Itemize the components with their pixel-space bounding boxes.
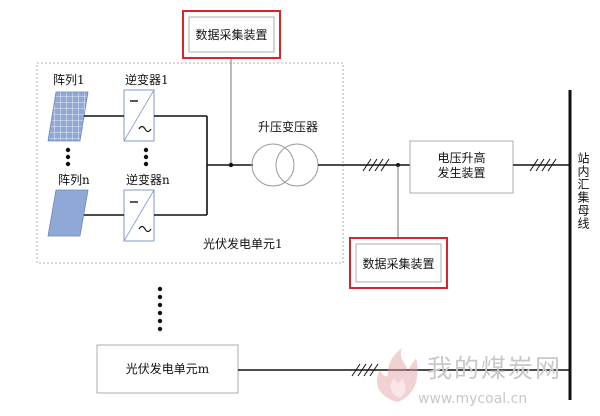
watermark-flame-icon <box>376 348 418 402</box>
watermark-url: www.mycoal.cn <box>418 391 528 407</box>
inverter1-label: 逆变器1 <box>125 73 169 87</box>
cable-hatch-3 <box>351 363 379 377</box>
inverter1-symbol <box>123 89 155 142</box>
inverter-ellipsis <box>143 147 149 167</box>
data-collector-bottom-label: 数据采集装置 <box>362 257 435 271</box>
watermark-text: 我的煤炭网 <box>427 354 563 383</box>
pv-arrayn-panel <box>47 189 89 237</box>
invertern-symbol <box>123 189 155 242</box>
cable-hatch-2 <box>529 158 557 172</box>
invertern-label: 逆变器n <box>126 173 170 187</box>
unit-ellipsis <box>157 286 163 332</box>
array-ellipsis <box>65 147 71 167</box>
voltage-generator-box <box>409 140 514 194</box>
pv-array1-panel <box>47 91 89 142</box>
data-collector-top-outline <box>182 10 281 59</box>
voltage-generator-line2: 发生装置 <box>437 166 486 180</box>
pv-unit1-boundary <box>36 62 344 264</box>
transformer-label: 升压变压器 <box>258 120 319 134</box>
pv-unitm-label: 光伏发电单元m <box>125 362 210 376</box>
transformer-symbol <box>251 143 319 187</box>
pv-unit1-label: 光伏发电单元1 <box>203 237 283 251</box>
voltage-generator-line1: 电压升高 <box>437 151 486 165</box>
data-collector-top-box <box>188 16 275 53</box>
cable-hatch-1 <box>362 158 390 172</box>
arrayn-label: 阵列n <box>58 173 90 187</box>
data-collector-bottom-outline <box>349 237 448 289</box>
junction-dot <box>228 162 234 168</box>
array1-label: 阵列1 <box>53 73 85 87</box>
data-collector-top-label: 数据采集装置 <box>195 28 268 42</box>
voltage-generator-label: 电压升高 发生装置 <box>410 151 513 181</box>
data-collector-bottom-box <box>355 243 442 283</box>
busbar-label: 站内汇集母线 <box>576 152 590 230</box>
pv-unitm-box <box>96 344 239 394</box>
